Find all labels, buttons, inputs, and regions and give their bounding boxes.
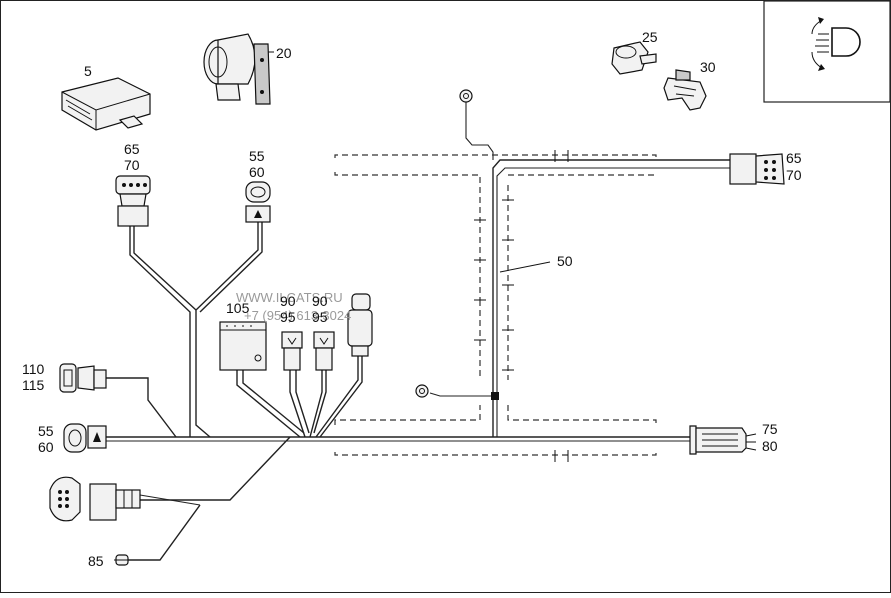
watermark-line-2: +7 (954) 613-3024 [244,308,351,323]
callout-70-left: 70 [124,157,140,173]
callout-30: 30 [700,59,716,75]
fuse-holder [347,293,373,357]
callout-95-b: 95 [312,309,328,325]
clip-25 [611,41,657,75]
control-unit-5 [61,77,151,131]
callout-60-left: 60 [38,439,54,455]
callout-65-right: 65 [786,150,802,166]
callout-95-a: 95 [280,309,296,325]
connector-65-70-right [729,153,785,185]
leader-lines [114,51,551,561]
connector-90-95-b [313,331,335,371]
round-connector-large [49,476,141,522]
callout-80: 80 [762,438,778,454]
callout-105: 105 [226,300,250,316]
optional-routing-dashed [334,150,657,462]
callout-20: 20 [276,45,292,61]
callout-55-top: 55 [249,148,265,164]
bracket-30 [663,69,707,111]
callout-110: 110 [22,361,45,377]
callout-70-right: 70 [786,167,802,183]
callout-55-left: 55 [38,423,54,439]
callout-115: 115 [22,377,45,393]
connector-90-95-a [281,331,303,371]
connector-65-70-left [115,175,151,227]
callout-50: 50 [557,253,573,269]
headlight-inset [763,0,891,103]
callout-90-a: 90 [280,293,296,309]
connector-55-60-left [63,423,107,453]
ground-eyelet-top [459,89,473,103]
connector-110-115 [59,363,107,393]
callout-75: 75 [762,421,778,437]
headlight-range-icon [811,17,861,71]
actuator-motor-20 [203,33,271,105]
callout-5: 5 [84,63,92,79]
connector-75-80 [689,425,757,455]
callout-90-b: 90 [312,293,328,309]
watermark-line-1: WWW.ILCATS.RU [236,290,343,305]
harness-wires [104,102,730,561]
relay-105 [219,321,267,371]
callout-65-left: 65 [124,141,140,157]
ground-eyelet-middle [415,384,499,400]
callout-85: 85 [88,553,104,569]
callout-25: 25 [642,29,658,45]
connector-55-60-top [245,181,271,223]
callout-60-top: 60 [249,164,265,180]
